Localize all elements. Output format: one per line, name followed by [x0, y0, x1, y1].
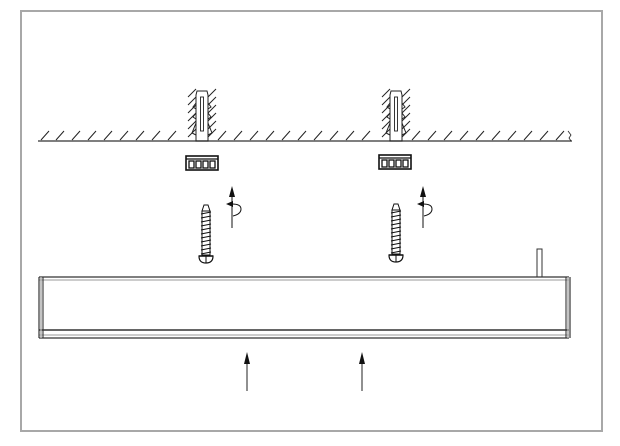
- rotate-clockwise-icon-left: [225, 185, 242, 229]
- mounting-clip-left: [185, 155, 219, 171]
- mounting-clip-right: [378, 154, 412, 170]
- wall-anchor-right: [381, 88, 411, 142]
- light-bar: [38, 248, 571, 339]
- push-arrow-right: [359, 352, 365, 391]
- screw-right: [388, 203, 404, 263]
- diagram-frame: [20, 10, 603, 432]
- rotate-clockwise-icon-right: [416, 185, 433, 229]
- screw-left: [198, 204, 214, 264]
- push-arrow-left: [244, 352, 250, 391]
- ceiling: [38, 130, 572, 142]
- wall-anchor-left: [187, 88, 217, 142]
